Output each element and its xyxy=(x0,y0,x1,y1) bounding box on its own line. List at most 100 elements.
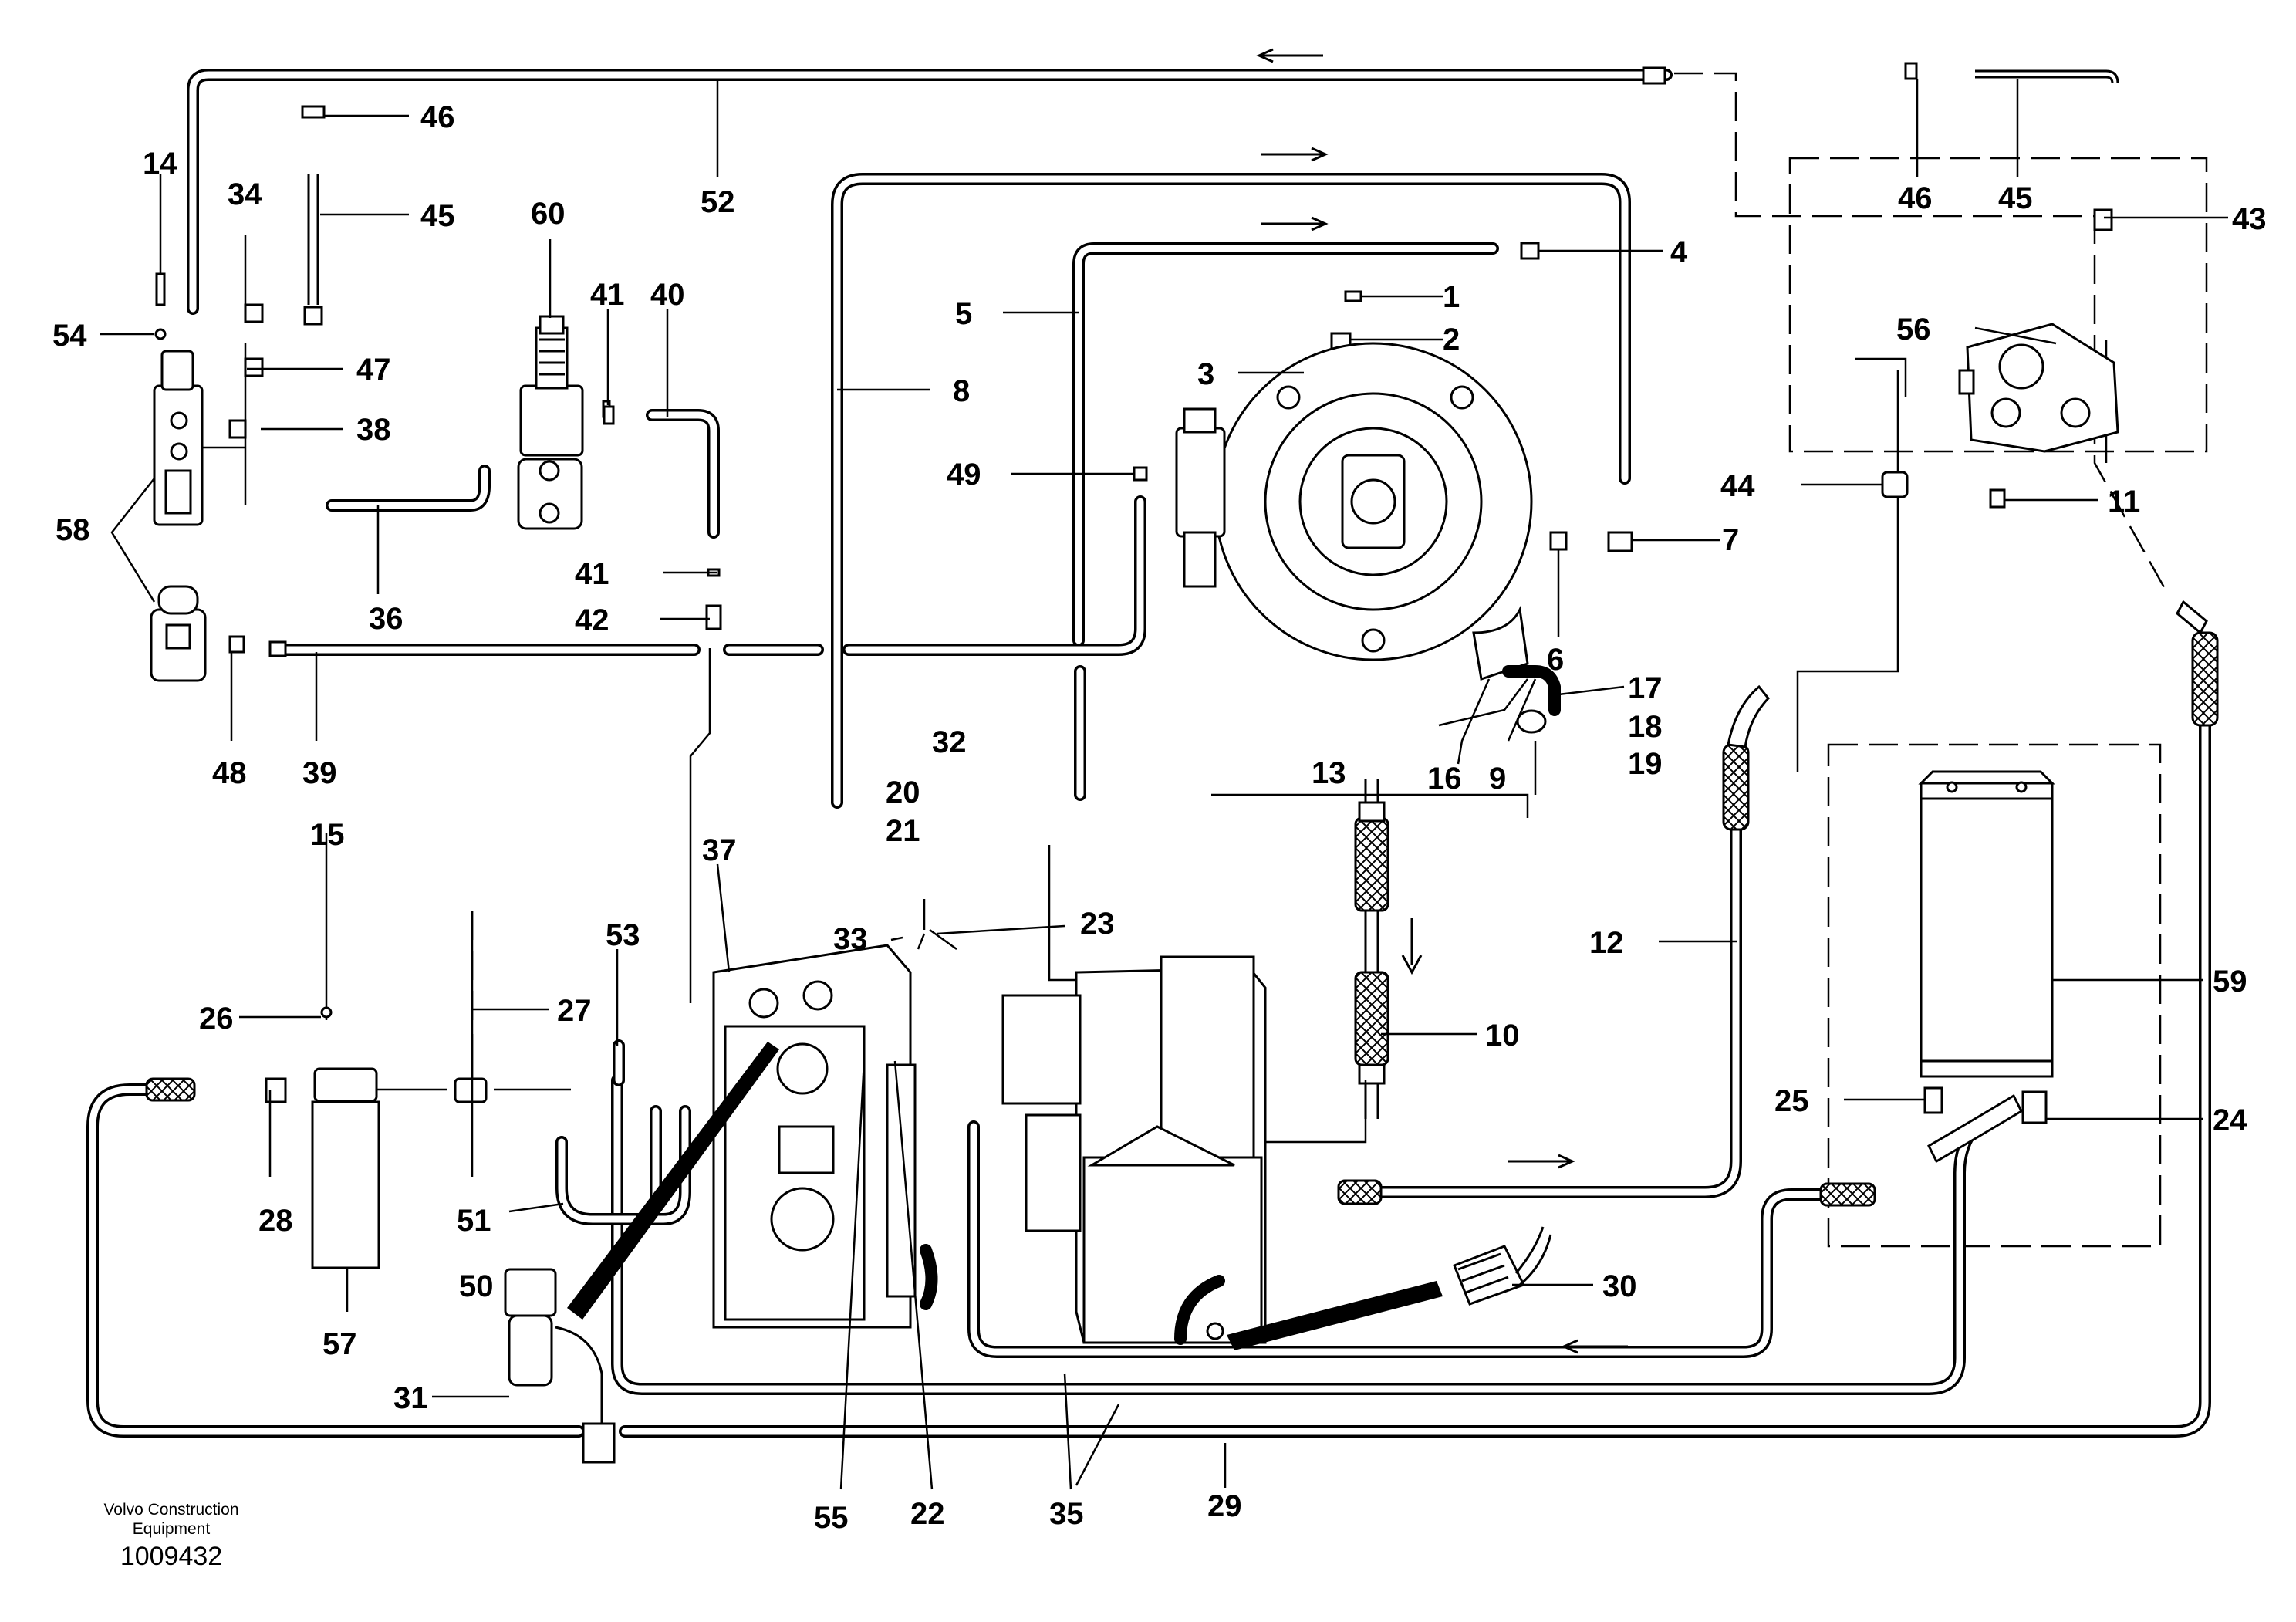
filter-lead-lines xyxy=(332,911,571,1091)
callout-49: 49 xyxy=(947,458,981,492)
gearbox-lead-lines xyxy=(1048,793,1529,982)
callout-24: 24 xyxy=(2213,1103,2247,1137)
callout-10: 10 xyxy=(1485,1019,1520,1053)
pipe-52 xyxy=(187,69,1673,315)
callout-53: 53 xyxy=(606,918,640,952)
callout-23: 23 xyxy=(1080,907,1115,941)
callout-45b: 45 xyxy=(1998,181,2033,215)
coupling-10-nut-a xyxy=(1358,801,1386,823)
company-name-line2: Equipment xyxy=(133,1520,211,1538)
coupling-10-nut-b xyxy=(1358,1063,1386,1085)
coupling-10b xyxy=(1354,971,1389,1066)
fitting-43 xyxy=(2093,208,2113,231)
pipe-5 xyxy=(1072,242,1499,801)
callout-46a: 46 xyxy=(420,100,455,134)
callout-35: 35 xyxy=(1049,1497,1084,1531)
callout-3: 3 xyxy=(1197,357,1214,391)
callout-30: 30 xyxy=(1602,1269,1637,1303)
hose-braid-35 xyxy=(1819,1182,1876,1207)
fitting-46-top xyxy=(1904,62,1918,80)
hose-braid-30 xyxy=(1337,1179,1383,1205)
callout-26: 26 xyxy=(199,1002,234,1036)
callout-25: 25 xyxy=(1774,1084,1809,1118)
callout-58: 58 xyxy=(56,513,90,547)
callout-9: 9 xyxy=(1489,762,1506,796)
callout-5: 5 xyxy=(955,297,972,331)
callout-1: 1 xyxy=(1443,280,1460,314)
fitting-24 xyxy=(2021,1090,2048,1124)
cooler-59 xyxy=(1918,770,2055,1078)
valve-58-upper xyxy=(153,350,204,526)
arrow-flow-top xyxy=(1256,48,1323,63)
pipe-8 xyxy=(831,173,1631,809)
pipe-50 xyxy=(555,1105,691,1225)
callout-48: 48 xyxy=(212,756,247,790)
callout-57: 57 xyxy=(322,1327,357,1361)
cooler-group-frame xyxy=(1827,743,2162,1248)
callout-15: 15 xyxy=(310,818,345,852)
fitting-42 xyxy=(705,604,722,630)
callout-6: 6 xyxy=(1547,643,1564,677)
callout-13: 13 xyxy=(1312,756,1346,790)
gearbox-right-line xyxy=(1250,1080,1367,1144)
fitting-4 xyxy=(1520,242,1540,260)
regulator-60 xyxy=(517,315,611,530)
pipe-45-vertical xyxy=(307,174,319,305)
transmission-box xyxy=(1001,955,1267,1345)
pipe-36 xyxy=(326,465,491,512)
callout-34: 34 xyxy=(228,177,262,211)
callout-16: 16 xyxy=(1427,762,1462,796)
fitting-44 xyxy=(1881,471,1909,498)
hose-braid-right xyxy=(2191,631,2219,727)
fitting-25 xyxy=(1923,1086,1943,1114)
fitting-52-end xyxy=(1642,66,1666,85)
pump-group-frame xyxy=(1788,157,2208,453)
callout-44: 44 xyxy=(1720,469,1755,503)
pipe-45-hose-top-b xyxy=(1975,76,2114,84)
callout-51: 51 xyxy=(457,1204,491,1238)
pressure-switch-31 xyxy=(504,1268,616,1464)
pipe-39 xyxy=(272,495,1146,656)
pump-line-44 xyxy=(1796,370,1899,772)
callout-11: 11 xyxy=(2108,485,2140,519)
pipe-29 xyxy=(86,665,2211,1438)
callout-7: 7 xyxy=(1722,523,1739,557)
callout-54: 54 xyxy=(52,319,87,353)
pipe-40 xyxy=(646,409,720,539)
pipe-12 xyxy=(1367,812,1742,1198)
callout-4: 4 xyxy=(1670,235,1688,269)
callout-17: 17 xyxy=(1628,671,1663,705)
company-name-line1: Volvo Construction xyxy=(103,1501,238,1519)
callout-42: 42 xyxy=(575,603,609,637)
callout-59: 59 xyxy=(2213,965,2247,999)
pointer-30 xyxy=(1227,1281,1443,1350)
callout-18: 18 xyxy=(1628,710,1663,744)
callout-8: 8 xyxy=(953,374,970,408)
fitting-1 xyxy=(1344,290,1362,302)
callout-36: 36 xyxy=(369,602,403,636)
valve-58-lower xyxy=(150,585,207,682)
callout-40: 40 xyxy=(650,278,685,312)
fitting-11 xyxy=(1989,488,2006,509)
arrow-flow-35 xyxy=(1561,1339,1628,1354)
pipe-35 xyxy=(611,1074,1981,1395)
flow-arrow-10 xyxy=(1401,918,1423,975)
arrow-flow-8 xyxy=(1261,147,1329,162)
callout-20: 20 xyxy=(886,776,920,809)
pointer-55 xyxy=(567,1042,779,1320)
callout-28: 28 xyxy=(258,1204,293,1238)
callout-41b: 41 xyxy=(575,557,609,591)
callout-41a: 41 xyxy=(590,278,625,312)
hose-braid-12 xyxy=(1722,743,1750,831)
callout-38: 38 xyxy=(356,413,391,447)
callout-22: 22 xyxy=(910,1497,945,1531)
drawing-number: 1009432 xyxy=(120,1542,222,1571)
callout-2: 2 xyxy=(1443,323,1460,357)
callout-55: 55 xyxy=(814,1501,849,1535)
callout-52: 52 xyxy=(701,185,735,219)
coupling-10a xyxy=(1354,816,1389,912)
arrow-flow-12 xyxy=(1508,1154,1575,1169)
callout-labels: 1 2 3 4 5 6 7 8 9 10 11 12 13 14 15 16 1… xyxy=(52,100,2267,1535)
fitting-49 xyxy=(1133,466,1148,482)
leader-lines xyxy=(100,79,2228,1490)
